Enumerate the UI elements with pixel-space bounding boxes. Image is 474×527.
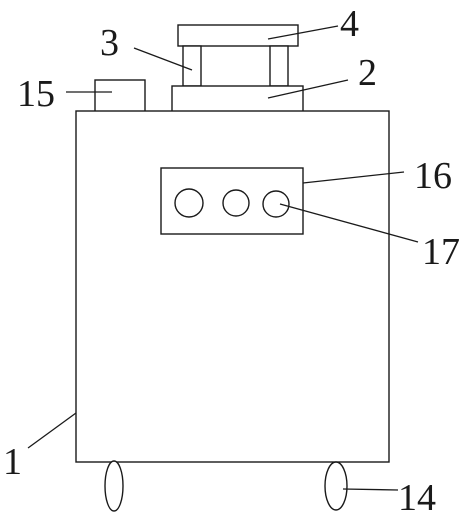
label-15: 15 — [17, 73, 55, 115]
top-box — [94, 79, 146, 113]
leader-line-4 — [267, 25, 339, 40]
leader-line-17 — [279, 203, 419, 243]
label-2: 2 — [358, 52, 377, 94]
label-14: 14 — [398, 477, 436, 519]
leader-line-14 — [342, 488, 399, 491]
label-1: 1 — [3, 441, 22, 483]
wheel-left — [104, 460, 124, 512]
control-knob-middle — [222, 189, 250, 217]
wheel-right — [324, 461, 348, 511]
label-16: 16 — [414, 155, 452, 197]
support-post-left — [182, 45, 202, 87]
support-post-right — [269, 45, 289, 87]
base-block — [171, 85, 304, 113]
control-knob-right — [262, 190, 290, 218]
leader-line-3 — [133, 47, 193, 71]
main-housing — [75, 110, 390, 463]
leader-line-16 — [302, 171, 405, 184]
label-17: 17 — [422, 231, 460, 273]
leader-line-2 — [267, 79, 349, 99]
control-knob-left — [174, 188, 204, 218]
leader-line-1 — [27, 412, 77, 449]
label-4: 4 — [340, 3, 359, 45]
label-3: 3 — [100, 22, 119, 64]
top-plate — [177, 24, 299, 47]
